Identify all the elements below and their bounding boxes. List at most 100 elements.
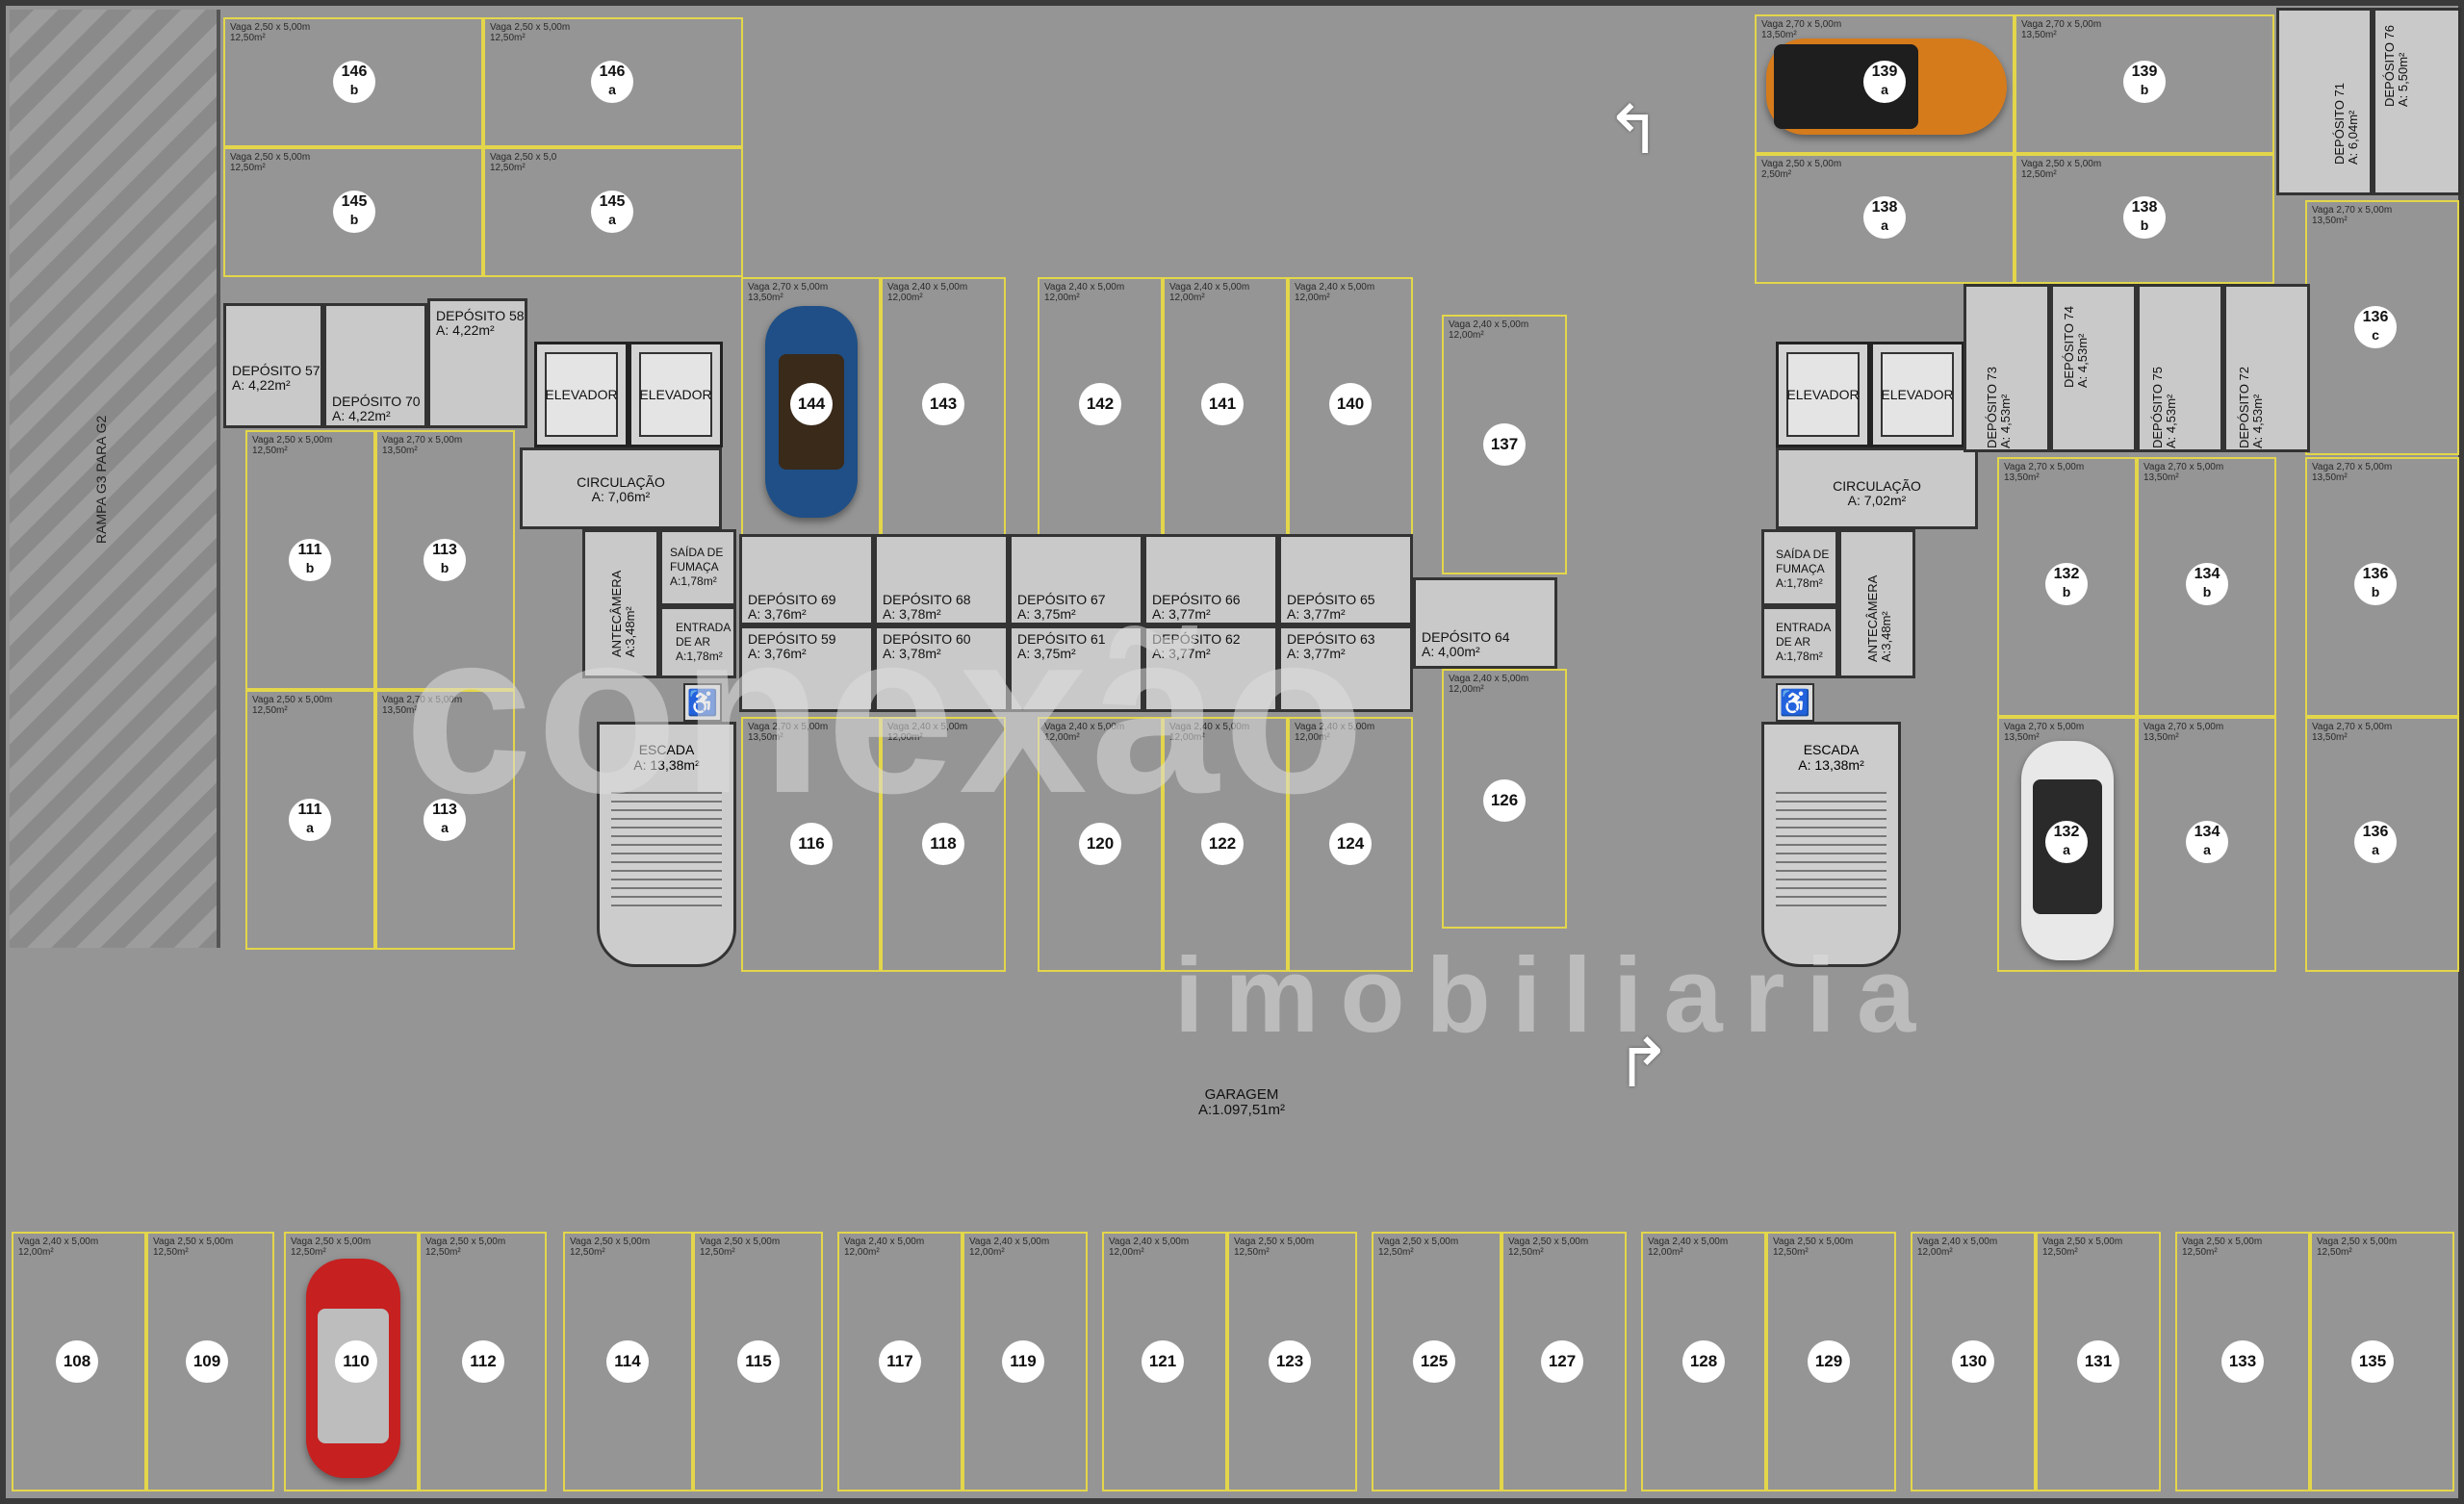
bay-number-badge: 114: [606, 1340, 649, 1383]
accessibility-icon: ♿: [683, 683, 722, 722]
bay-number-badge: 129: [1808, 1340, 1850, 1383]
bay-number-badge: 142: [1079, 383, 1121, 425]
elevator: ELEVADOR: [629, 342, 723, 447]
bay-number-badge: 126: [1483, 779, 1526, 822]
bay-number-badge: 131: [2077, 1340, 2119, 1383]
bay-number-badge: 119: [1002, 1340, 1044, 1383]
outer-wall-top: [0, 0, 2464, 6]
ramp-label: RAMPA G3 PARA G2: [93, 415, 109, 544]
bay-number-badge: 122: [1201, 823, 1244, 865]
bay-number-badge: 133: [2221, 1340, 2264, 1383]
bay-number-badge: 116: [790, 823, 833, 865]
bay-number-badge: 143: [922, 383, 964, 425]
bay-number-badge: 124: [1329, 823, 1372, 865]
outer-wall-right: [2458, 0, 2464, 1504]
bay-number-badge: 135: [2351, 1340, 2394, 1383]
